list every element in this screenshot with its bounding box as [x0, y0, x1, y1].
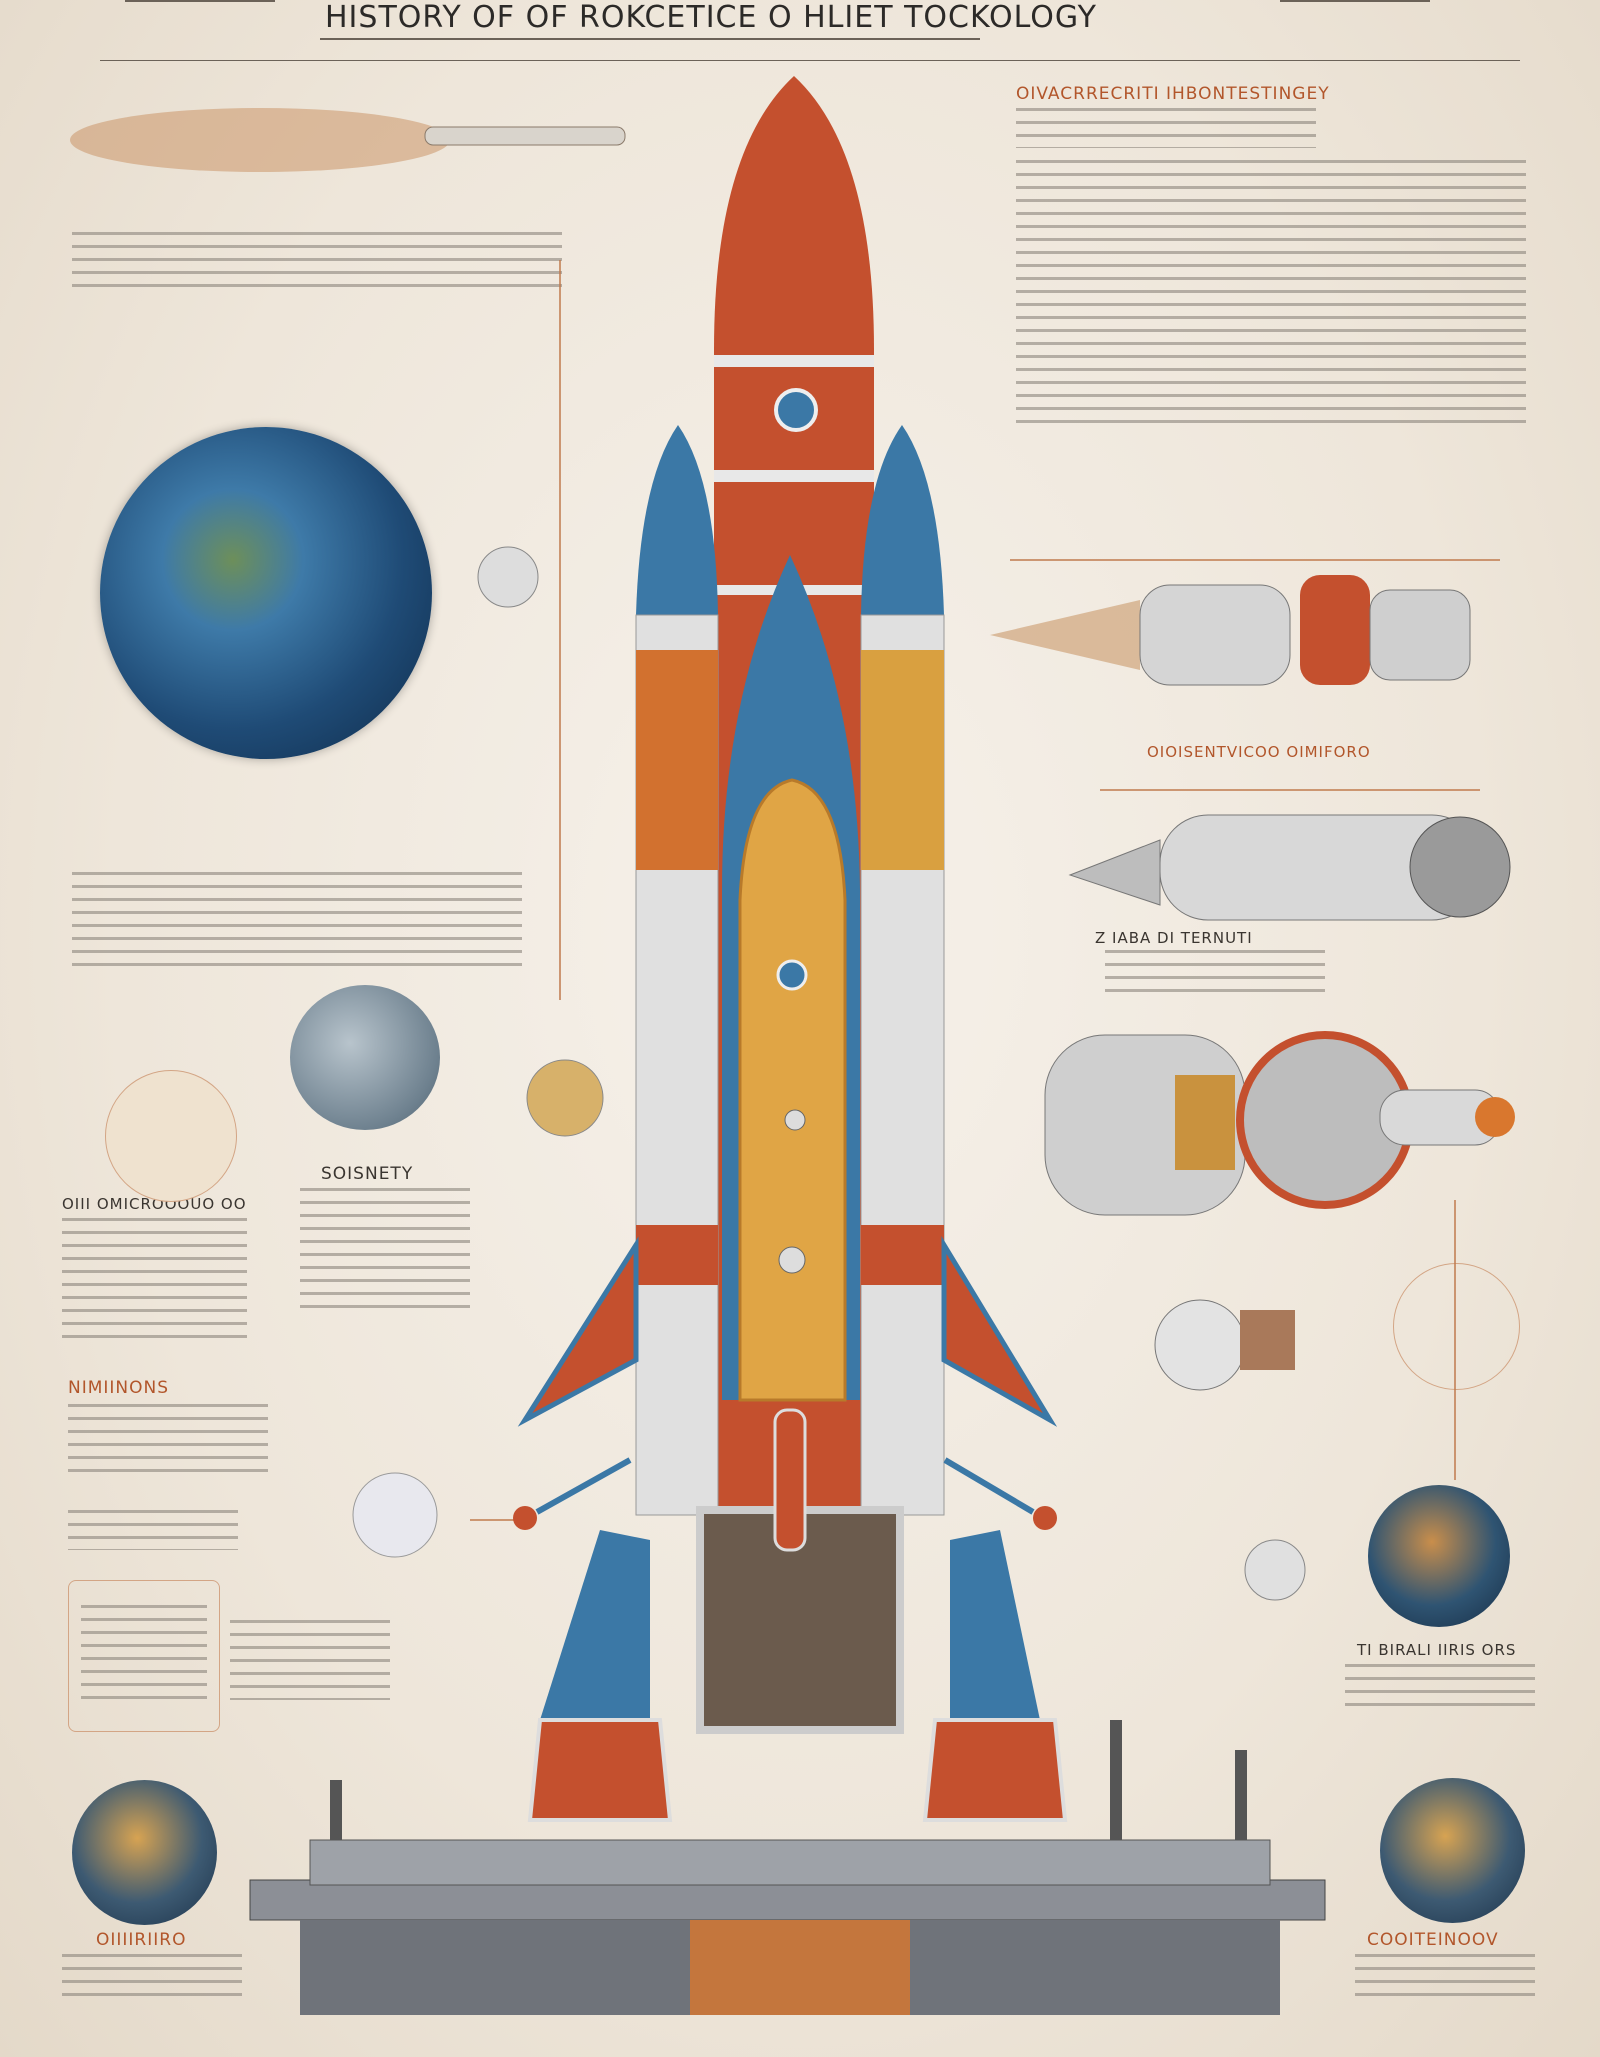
left-booster	[517, 425, 719, 1516]
orbit-diagram	[1393, 1263, 1520, 1390]
heading-bottom-left: OIIIIRIIRO	[96, 1930, 187, 1950]
planet-bottom-left	[72, 1780, 217, 1925]
heading-right-lower: TI BIRALI IIRIS ORS	[1357, 1641, 1517, 1659]
heading-left-center: SOISNETY	[321, 1164, 414, 1184]
text-block	[1355, 1954, 1535, 1998]
launch-pad	[249, 1720, 1326, 2015]
top-rule-right	[1280, 0, 1430, 2]
title-underline	[320, 38, 980, 40]
heading-left-block: OIII OMICROOOUO OO	[62, 1195, 247, 1213]
earth-globe	[100, 427, 432, 759]
text-block	[1345, 1664, 1535, 1708]
moon-planet	[290, 985, 440, 1130]
callout-box	[68, 1580, 220, 1732]
spacecraft-module-1	[990, 575, 1471, 686]
text-block	[62, 1218, 247, 1346]
right-booster	[860, 425, 1058, 1516]
text-block	[68, 1510, 238, 1550]
spacecraft-module-2	[1068, 814, 1511, 921]
text-block	[68, 1404, 268, 1472]
top-rule-left	[125, 0, 275, 2]
shuttle-orbiter	[722, 555, 860, 1402]
satellite-small	[1154, 1299, 1295, 1391]
text-block	[1016, 160, 1526, 430]
header-divider	[100, 60, 1520, 61]
heading-bottom-right: COOITEINOOV	[1367, 1930, 1499, 1950]
text-block	[81, 1605, 207, 1705]
planet-bottom-right	[1380, 1778, 1525, 1923]
poster-title: HISTORY OF OF ROKCETICE O HLIET TOCKOLOG…	[325, 0, 1097, 35]
engine-section	[513, 1408, 1068, 1822]
text-block	[230, 1620, 390, 1700]
text-block	[300, 1188, 470, 1316]
heading-top-right: OIVACRRECRITI IHBONTESTINGEY	[1016, 84, 1330, 104]
text-block	[72, 232, 562, 288]
text-block	[72, 872, 522, 972]
text-block	[1016, 108, 1316, 148]
satellite-probe	[352, 546, 1306, 1601]
heading-left-lower: NIMIINONS	[68, 1378, 170, 1398]
text-block	[62, 1954, 242, 1998]
engine-caption: Z IABA DI TERNUTI	[1095, 929, 1253, 947]
engine-module	[1044, 1031, 1515, 1216]
exhaust-plume-icon	[70, 108, 626, 172]
heading-mid-right: OIOISENTVICOO OIMIFORO	[1147, 743, 1371, 761]
planet-right	[1368, 1485, 1510, 1627]
text-block	[1105, 950, 1325, 1000]
orbit-diagram	[105, 1070, 237, 1202]
